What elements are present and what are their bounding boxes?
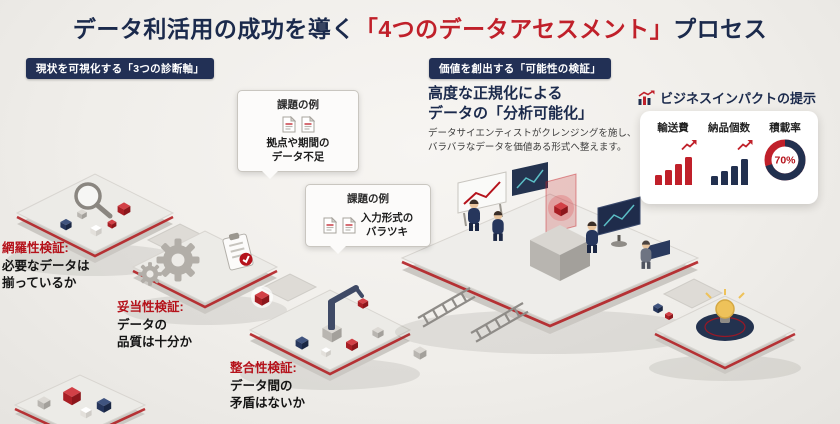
trend-arrow-icon	[681, 140, 697, 151]
metric-chart	[645, 139, 700, 189]
normalization-heading: 高度な正規化による データの「分析可能化」	[428, 85, 594, 122]
document-icon	[342, 216, 356, 234]
donut-hole	[772, 147, 798, 173]
metric-load-ratio: 積載率 70%	[757, 120, 812, 188]
document-icons	[246, 116, 350, 133]
verification-label: 整合性検証:	[230, 361, 297, 375]
impact-card: 輸送費 納品個数 積載率 70%	[640, 111, 818, 204]
metric-label: 納品個数	[708, 122, 750, 134]
normalization-description: データサイエンティストがクレンジングを施し、 バラバラなデータを価値ある形式へ整…	[428, 128, 637, 154]
callout-text: 拠点や期間の データ不足	[266, 137, 330, 164]
person-analyst	[468, 199, 480, 231]
robot-arm-icon	[322, 285, 369, 343]
verification-text: データの 品質は十分か	[117, 318, 193, 349]
data-cube	[653, 303, 663, 314]
tablet-screen	[648, 240, 670, 260]
highlighted-data-cube	[251, 286, 273, 308]
magnifier-icon	[74, 182, 113, 219]
title-highlight: 「4つのデータアセスメント」	[354, 16, 674, 42]
metric-shipping-cost: 輸送費	[645, 120, 700, 189]
page-title: データ利活用の成功を導く「4つのデータアセスメント」プロセス	[0, 10, 840, 44]
verification-label: 妥当性検証:	[117, 300, 184, 314]
bar-chart-up-icon	[638, 90, 655, 105]
verification-label: 網羅性検証:	[2, 241, 69, 255]
metric-chart	[701, 139, 756, 189]
title-suffix: プロセス	[673, 16, 768, 42]
document-icon	[323, 216, 337, 234]
impact-title-text: ビジネスインパクトの提示	[660, 91, 817, 106]
document-icon	[301, 116, 315, 133]
verification-text: データ間の 矛盾はないか	[230, 379, 306, 410]
issue-callout-1: 課題の例 拠点や期間の データ不足	[237, 90, 359, 180]
trend-arrow-icon	[737, 140, 753, 151]
bridge-2	[260, 273, 318, 302]
bar-chart	[701, 149, 756, 185]
bar-chart	[645, 149, 700, 185]
platform-blocks	[13, 374, 147, 424]
bridge-3	[662, 278, 724, 309]
section-badge-verification: 価値を創出する「可能性の検証」	[429, 58, 611, 79]
data-cube	[413, 346, 427, 360]
document-icon	[282, 116, 296, 133]
metric-delivery-count: 納品個数	[701, 120, 756, 189]
screen-chart	[512, 162, 548, 196]
small-gear-icon	[138, 262, 162, 286]
callout-title: 課題の例	[347, 193, 389, 205]
title-prefix: データ利活用の成功を導く	[72, 16, 355, 42]
platform-coverage	[7, 173, 183, 276]
callout-body: 入力形式の バラツキ	[314, 211, 422, 239]
donut-value-label: 70%	[774, 155, 796, 167]
verification-coverage: 網羅性検証: 必要なデータは 揃っているか	[2, 237, 90, 291]
donut-value-arc	[764, 139, 806, 181]
platform-consistency	[240, 289, 420, 390]
verification-consistency: 整合性検証: データ間の 矛盾はないか	[230, 357, 305, 411]
donut-chart: 70%	[757, 137, 812, 188]
issue-callout-2: 課題の例 入力形式の バラツキ	[305, 184, 431, 255]
idea-lightbulb-icon	[696, 289, 754, 341]
impact-heading: ビジネスインパクトの提示	[637, 88, 816, 107]
scanner-machine	[530, 173, 590, 281]
callout-text: 入力形式の バラツキ	[360, 212, 414, 239]
verification-validity: 妥当性検証: データの 品質は十分か	[117, 296, 192, 350]
monitor-chart	[597, 196, 641, 247]
metric-label: 輸送費	[657, 122, 689, 134]
verification-text: 必要なデータは 揃っているか	[2, 259, 90, 290]
checklist-clipboard-icon	[222, 232, 254, 271]
metric-label: 積載率	[769, 122, 801, 134]
normalization-note: 高度な正規化による データの「分析可能化」 データサイエンティストがクレンジング…	[428, 84, 656, 156]
section-badge-diagnosis: 現状を可視化する「3つの診断軸」	[26, 58, 215, 79]
gear-icon	[156, 238, 200, 282]
callout-title: 課題の例	[277, 99, 319, 111]
